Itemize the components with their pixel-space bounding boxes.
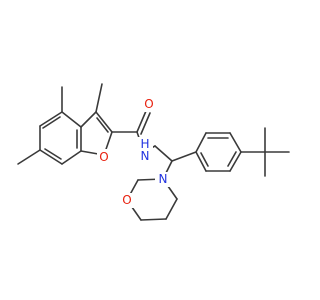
bond — [39, 111, 63, 127]
atom-label: N — [141, 149, 150, 163]
bond — [96, 117, 109, 133]
bond — [165, 198, 178, 220]
bond — [61, 111, 82, 128]
bond — [200, 152, 209, 167]
bond — [80, 111, 97, 128]
bond — [227, 151, 237, 167]
bond — [95, 83, 103, 113]
bond — [136, 110, 147, 133]
bond — [154, 145, 173, 162]
bond — [42, 116, 61, 129]
bond — [39, 149, 63, 165]
bond — [195, 132, 207, 153]
amide-nitrogen: H N — [137, 137, 153, 165]
bond — [229, 132, 242, 153]
atom-label: O — [99, 150, 108, 164]
bond — [171, 151, 197, 162]
carbonyl-oxygen: O — [142, 97, 156, 112]
bond — [195, 151, 207, 172]
bonds — [17, 83, 290, 221]
bond — [229, 151, 242, 172]
atom-label: N — [159, 172, 168, 186]
morpholine-oxygen: O — [119, 193, 134, 208]
bond — [140, 218, 167, 221]
furan-oxygen: O — [97, 149, 111, 164]
bond — [95, 111, 113, 133]
atom-label: O — [144, 97, 153, 111]
atom-label: O — [122, 193, 131, 207]
bond — [17, 149, 41, 165]
atom-label: H — [140, 137, 149, 151]
bond — [44, 148, 62, 160]
bond — [140, 112, 151, 135]
bond — [61, 150, 82, 165]
morpholine-nitrogen: N — [155, 172, 170, 187]
molecule-structure: O O H N N O — [17, 83, 290, 221]
atom-labels: O O H N N O — [97, 97, 170, 208]
